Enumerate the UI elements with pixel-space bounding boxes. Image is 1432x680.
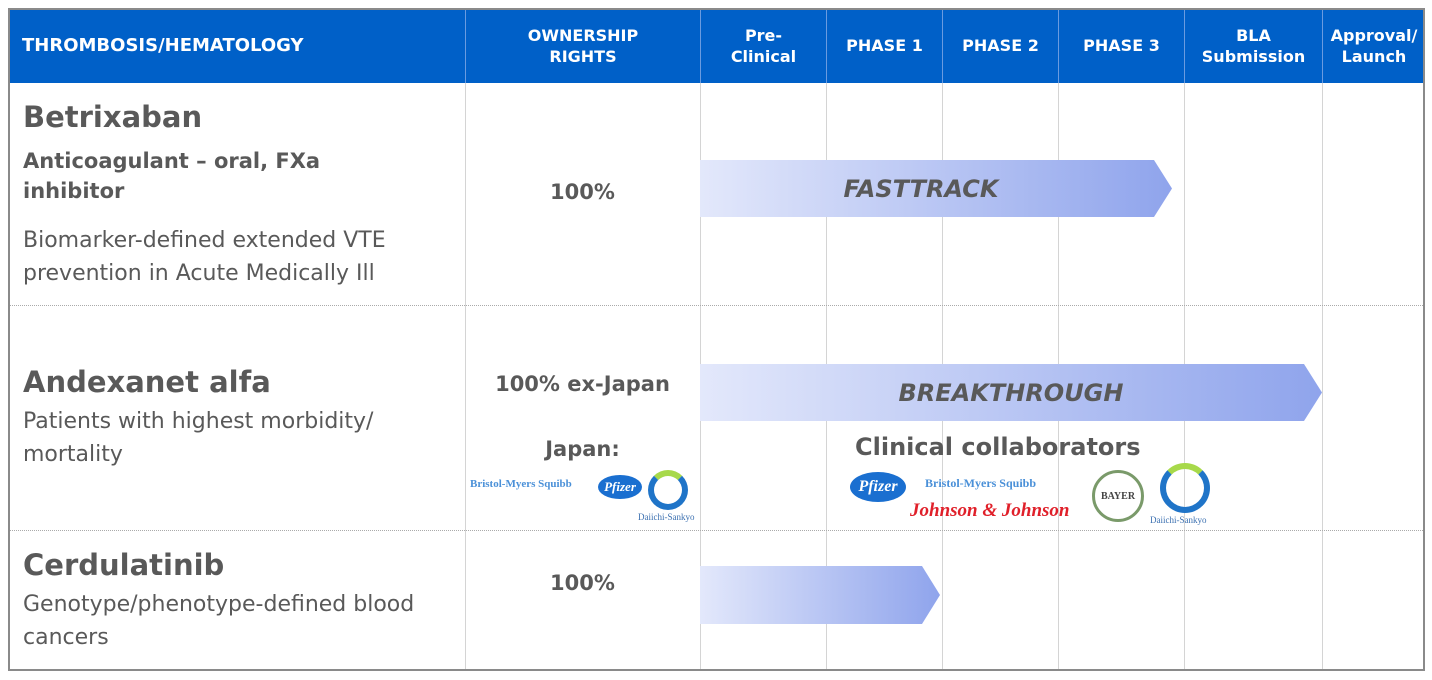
drug-name: Betrixaban [23,100,203,134]
progress-arrow: FASTTRACK [700,160,1172,217]
daiichi-logo [1160,463,1210,513]
header-bla: BLA Submission [1184,8,1322,83]
bms-logo: Bristol-Myers Squibb [470,478,572,490]
collab-label: Clinical collaborators [855,433,1141,461]
drug-subtitle: Anticoagulant – oral, FXa inhibitor [23,149,321,203]
ownership: 100% [550,180,615,204]
progress-arrow [700,566,940,624]
table-frame [8,8,1425,671]
daiichi-logo [648,470,688,510]
header-ownership: OWNERSHIP RIGHTS [465,8,700,83]
daiichi-text: Daiichi-Sankyo [1150,515,1207,525]
pfizer-logo: Pfizer [850,472,906,502]
row-divider [8,305,1425,306]
pfizer-logo: Pfizer [598,475,642,499]
header-area: THROMBOSIS/HEMATOLOGY [22,35,304,56]
ownership: 100% ex-Japan [495,372,670,396]
drug-name: Cerdulatinib [23,548,225,582]
ownership: 100% [550,571,615,595]
divider [465,83,466,670]
bms-logo: Bristol-Myers Squibb [925,476,1037,490]
designation: BREAKTHROUGH [898,378,1124,407]
japan-label: Japan: [545,437,620,461]
drug-indication: Genotype/phenotype-defined blood cancers [23,592,415,650]
header-phase1: PHASE 1 [826,8,942,83]
progress-arrow: BREAKTHROUGH [700,364,1322,421]
row-divider [8,530,1425,531]
table-header [8,8,1425,83]
header-phase3: PHASE 3 [1058,8,1184,83]
drug-indication: Patients with highest morbidity/ mortali… [23,409,374,467]
header-approval: Approval/ Launch [1322,8,1425,83]
header-preclinical: Pre-Clinical [700,8,826,83]
jnj-logo: Johnson & Johnson [910,500,1070,521]
designation: FASTTRACK [843,174,999,203]
drug-indication: Biomarker-defined extended VTE preventio… [23,228,386,286]
header-phase2: PHASE 2 [942,8,1058,83]
daiichi-text: Daiichi-Sankyo [638,512,695,522]
divider [1322,83,1323,670]
bayer-logo: BAYER [1092,470,1144,522]
drug-name: Andexanet alfa [23,365,271,399]
